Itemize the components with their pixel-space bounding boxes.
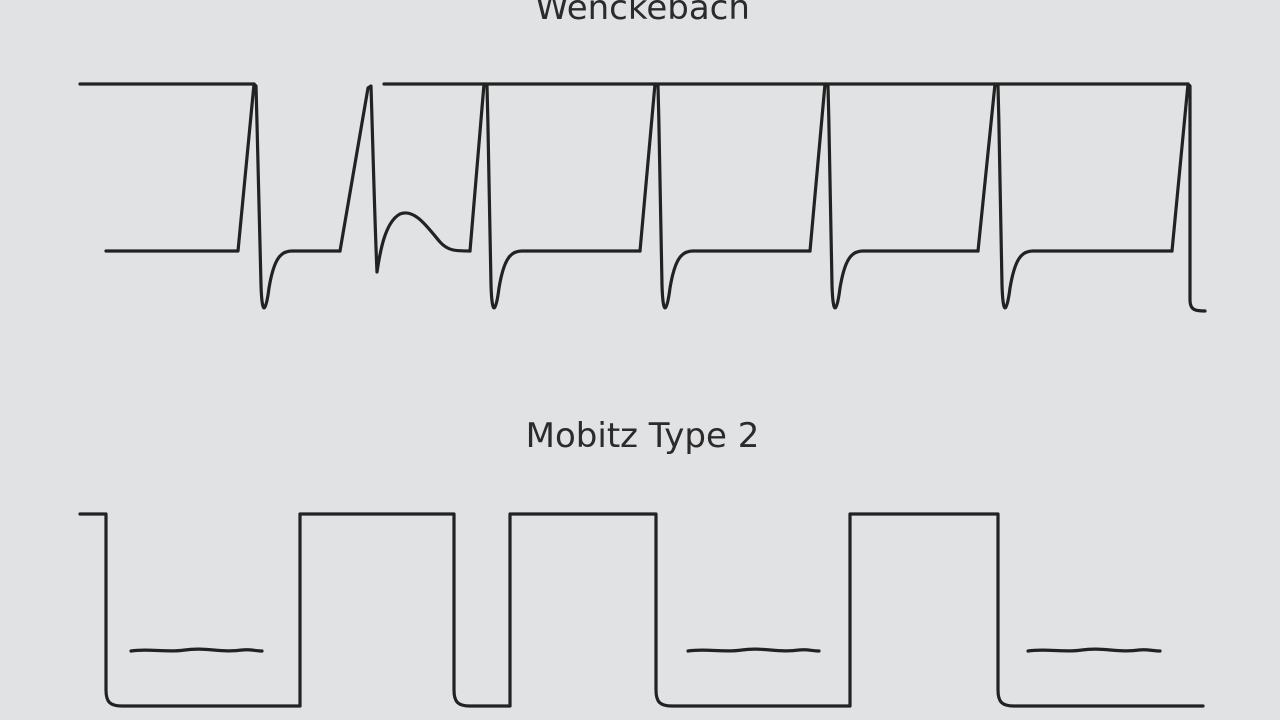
wenckebach-label: Wenckebach	[535, 0, 750, 28]
wenckebach-beat-3	[468, 82, 642, 310]
mobitz-type-2-strip	[78, 512, 1205, 708]
wenckebach-beat-5	[808, 82, 980, 310]
wenckebach-beat-1	[104, 82, 342, 310]
wenckebach-beat-6	[976, 82, 1174, 310]
wenckebach-beat-7	[1170, 82, 1207, 313]
mobitz-type-2-label: Mobitz Type 2	[525, 416, 760, 456]
mobitz-wave-2	[686, 647, 821, 653]
wenckebach-beat-2	[338, 84, 472, 274]
mobitz-trace	[78, 512, 1205, 708]
mobitz-wave-1	[129, 647, 264, 653]
wenckebach-strip	[78, 82, 1207, 313]
wenckebach-beat-4	[638, 82, 812, 310]
mobitz-wave-3	[1026, 647, 1162, 653]
